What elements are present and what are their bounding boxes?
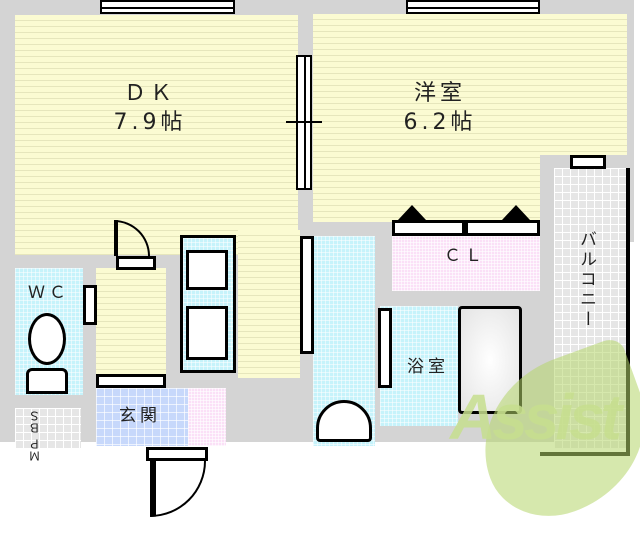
- balcony-door[interactable]: [570, 155, 606, 169]
- bathroom: [380, 306, 458, 426]
- closet-door-right[interactable]: [465, 220, 540, 236]
- stove[interactable]: [186, 250, 228, 290]
- entrance: [96, 388, 188, 446]
- front-door[interactable]: [146, 447, 208, 461]
- kitchen-sink[interactable]: [186, 306, 228, 360]
- room-label-dk: ＤＫ 7.9帖: [90, 80, 210, 137]
- closet-handle-right: [502, 205, 530, 220]
- dk-door[interactable]: [116, 256, 156, 270]
- mbps-line1: ＭＰ: [28, 437, 42, 462]
- room-closet: [392, 236, 540, 291]
- washroom-sliding-door[interactable]: [300, 236, 314, 354]
- window-western: [406, 0, 540, 14]
- room-dk-lower: [238, 230, 300, 378]
- dk-name: ＤＫ: [123, 81, 176, 106]
- watermark-text: Assist: [450, 381, 622, 453]
- window-dk: [100, 0, 235, 14]
- dk-size: 7.9帖: [113, 109, 187, 135]
- entrance-step: [96, 374, 166, 388]
- hallway: [96, 268, 166, 376]
- balcony-label: バルコニー: [576, 230, 596, 330]
- entrance-shoe-box: [188, 388, 226, 446]
- sink-basin[interactable]: [316, 400, 372, 442]
- room-label-western: 洋室 6.2帖: [380, 80, 500, 137]
- room-dk: [15, 15, 298, 255]
- room-label-bathroom: 浴室: [407, 357, 449, 377]
- toilet-bowl[interactable]: [28, 313, 66, 365]
- bathroom-door[interactable]: [378, 308, 392, 388]
- mbps-line2: ＢＳ: [28, 410, 42, 434]
- front-door-swing: [150, 461, 206, 517]
- toilet-tank: [26, 368, 68, 394]
- closet-door-left[interactable]: [392, 220, 465, 236]
- balcony-rail: [626, 168, 630, 456]
- western-name: 洋室: [413, 81, 466, 106]
- closet-handle-left: [398, 205, 426, 220]
- room-label-wc: ＷＣ: [28, 283, 70, 303]
- mbps-label: ＭＰ ＢＳ: [25, 410, 45, 462]
- sliding-door-handle: [286, 121, 322, 123]
- western-size: 6.2帖: [403, 109, 477, 135]
- mbps: [15, 408, 81, 448]
- wc-door[interactable]: [83, 285, 97, 325]
- room-label-entrance: 玄関: [119, 406, 161, 426]
- room-label-closet: ＣＬ: [444, 246, 486, 266]
